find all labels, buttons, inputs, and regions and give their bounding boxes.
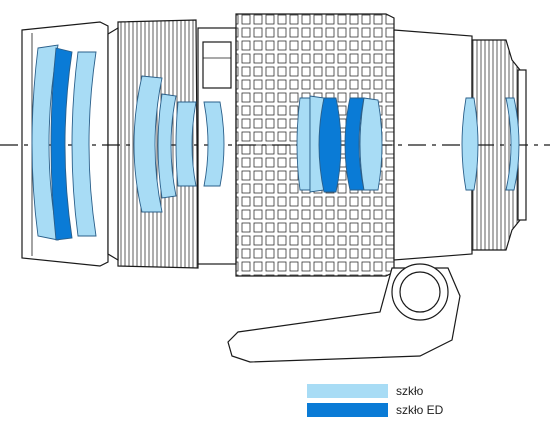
lens-barrel [21,13,527,363]
glass-element-13 [461,97,479,191]
glass-element-12 [359,97,383,191]
ed-glass-swatch [307,403,388,417]
legend-item-ed-glass: szkło ED [307,403,443,417]
glass-element-14 [505,97,520,191]
glass-element-6 [175,101,197,187]
legend-item-glass: szkło [307,384,423,398]
glass-swatch [307,384,388,398]
switch-icon [202,41,232,89]
glass-element-4 [133,75,163,213]
glass-element-8 [296,97,311,191]
lens-elements [31,44,520,241]
glass-element-5 [157,93,177,199]
legend-label-glass: szkło [396,384,424,398]
glass-element-3 [71,51,97,237]
ed-glass-element-10 [318,97,342,193]
legend-label-ed-glass: szkło ED [396,403,444,417]
glass-element-7 [203,101,225,187]
ed-glass-element-2 [50,47,73,241]
